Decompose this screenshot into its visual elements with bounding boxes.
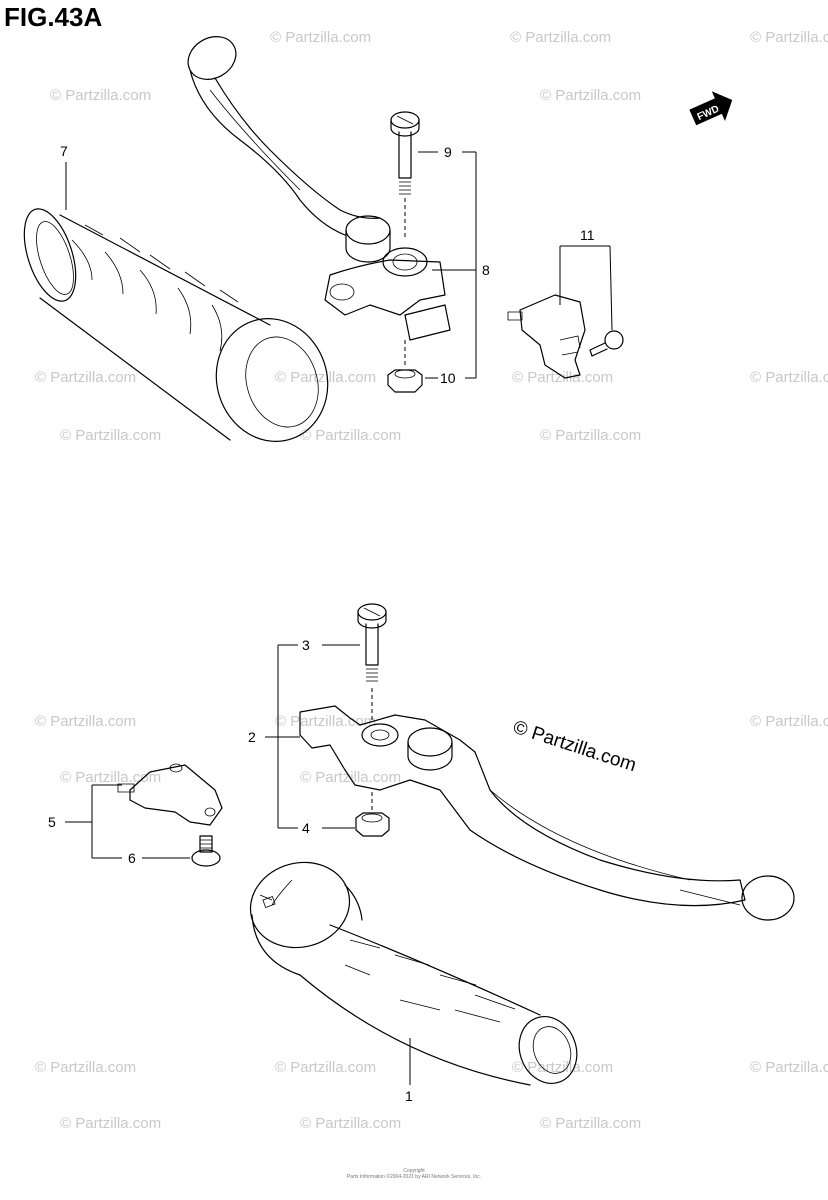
watermark: © Partzilla.com — [540, 427, 641, 444]
watermark: © Partzilla.com — [510, 29, 611, 46]
figure-title: FIG.43A — [4, 2, 103, 32]
watermark: © Partzilla.com — [270, 29, 371, 46]
watermark: © Partzilla.com — [750, 29, 828, 46]
watermark: © Partzilla.com — [275, 369, 376, 386]
throttle-grip-part-1 — [249, 861, 578, 1086]
screw-part-6 — [191, 835, 221, 867]
watermark: © Partzilla.com — [60, 427, 161, 444]
bolt-part-9 — [390, 111, 420, 240]
watermark-main: © Partzilla.com — [510, 717, 638, 777]
watermark: © Partzilla.com — [275, 713, 376, 730]
watermark: © Partzilla.com — [750, 369, 828, 386]
label-part-11: 11 — [580, 227, 595, 243]
label-part-1: 1 — [405, 1088, 413, 1104]
footer-line-1: Copyright — [403, 1168, 425, 1174]
footer-line-2: Parts Information ©2004-2021 by ARI Netw… — [346, 1174, 482, 1180]
left-grip-part-7 — [23, 208, 329, 442]
watermark: © Partzilla.com — [512, 1059, 613, 1076]
watermark: © Partzilla.com — [300, 427, 401, 444]
brake-switch-part-5 — [117, 763, 223, 826]
watermark: © Partzilla.com — [750, 1059, 828, 1076]
watermark: © Partzilla.com — [275, 1059, 376, 1076]
watermark: © Partzilla.com — [300, 1115, 401, 1132]
watermark: © Partzilla.com — [540, 87, 641, 104]
watermark: © Partzilla.com — [512, 369, 613, 386]
leader-lines-top — [65, 151, 613, 379]
fwd-arrow-icon: FWD — [689, 91, 733, 126]
watermark: © Partzilla.com — [35, 369, 136, 386]
watermark: © Partzilla.com — [50, 87, 151, 104]
nut-part-10 — [387, 340, 423, 393]
watermark: © Partzilla.com — [60, 1115, 161, 1132]
leader-lines-bottom — [65, 644, 411, 1085]
copyright-footer: Copyright Parts Information ©2004-2021 b… — [0, 1168, 828, 1180]
watermark: © Partzilla.com — [35, 1059, 136, 1076]
part-labels: 7 9 8 10 11 3 2 4 5 6 1 — [48, 143, 595, 1104]
label-part-7: 7 — [60, 143, 68, 159]
watermark: © Partzilla.com — [35, 713, 136, 730]
label-part-8: 8 — [482, 262, 490, 278]
clutch-switch-part-11 — [507, 294, 624, 379]
bolt-part-3 — [357, 603, 387, 720]
label-part-10: 10 — [440, 370, 456, 386]
nut-part-4 — [355, 792, 390, 837]
label-part-4: 4 — [302, 820, 310, 836]
clutch-lever-top — [187, 36, 451, 341]
label-part-9: 9 — [444, 144, 452, 160]
label-part-5: 5 — [48, 814, 56, 830]
watermark: © Partzilla.com — [540, 1115, 641, 1132]
label-part-2: 2 — [248, 729, 256, 745]
label-part-6: 6 — [128, 850, 136, 866]
label-part-3: 3 — [302, 637, 310, 653]
watermark: © Partzilla.com — [60, 769, 161, 786]
watermark: © Partzilla.com — [750, 713, 828, 730]
brake-lever-bottom — [299, 705, 795, 921]
